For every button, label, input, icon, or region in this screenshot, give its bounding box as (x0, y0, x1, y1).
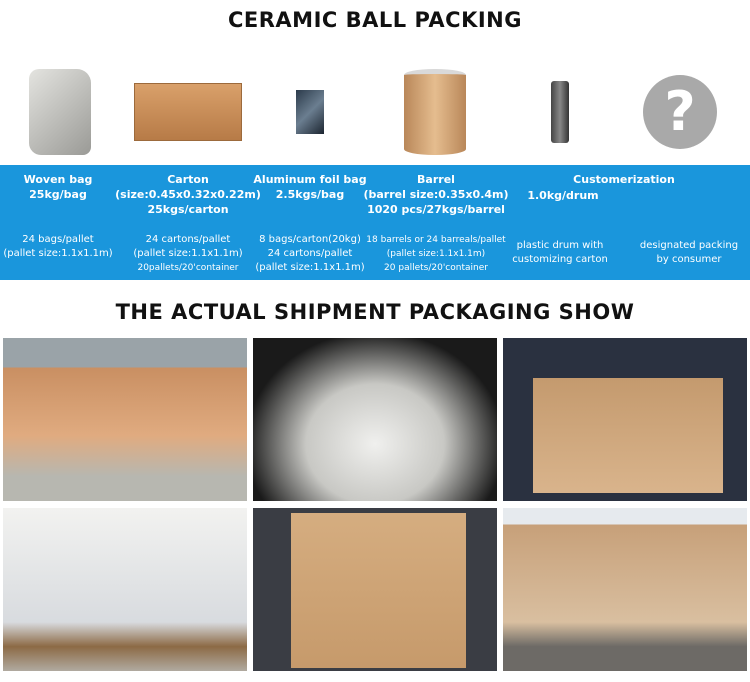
cartons-yard-photo (503, 508, 747, 671)
plastic-drum-image (540, 62, 580, 162)
barrel-image (395, 62, 475, 162)
packing-title: CERAMIC BALL PACKING (228, 8, 522, 32)
custom-spec: 1.0kg/drum (527, 189, 599, 202)
carton-image (130, 62, 245, 162)
custom-name: Customerization (573, 173, 675, 186)
container-cartons-photo (503, 338, 747, 501)
container-pallets-photo (253, 508, 497, 671)
product-name: Aluminum foil bag (253, 173, 367, 186)
wrapped-pallet-photo (3, 508, 247, 671)
foil-bag-image (285, 62, 335, 162)
product-name: Woven bag (23, 173, 93, 186)
question-mark-icon: ? (640, 62, 720, 162)
shipment-title: THE ACTUAL SHIPMENT PACKAGING SHOW (115, 300, 635, 324)
bags-warehouse-photo (253, 338, 497, 501)
product-name: Carton (167, 173, 209, 186)
product-name: Barrel (417, 173, 455, 186)
barrels-photo (3, 338, 247, 501)
woven-bag-image (20, 62, 100, 162)
